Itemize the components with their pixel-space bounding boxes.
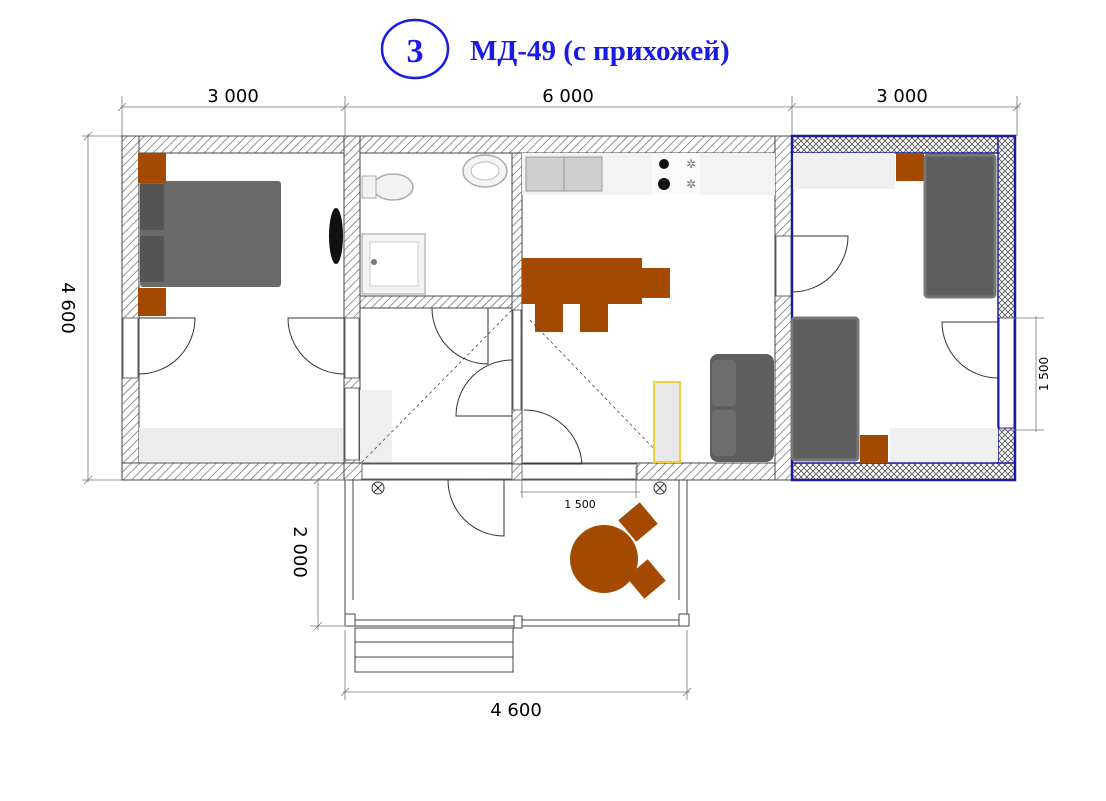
porch-steps — [354, 627, 514, 673]
porch-table — [570, 525, 638, 593]
kitchen: ✲ ✲ — [522, 153, 775, 465]
right-nightstand-bottom — [860, 435, 888, 463]
dining-table — [522, 258, 642, 304]
right-room — [790, 134, 1017, 482]
dim-right-door: 1 500 — [1037, 357, 1051, 391]
top-dimension-line — [117, 96, 1022, 136]
hallway-cabinet — [360, 390, 392, 462]
hallway-door-swing — [455, 359, 513, 417]
bedroom — [138, 153, 345, 462]
fan-icon — [329, 208, 343, 264]
stove-burner-2 — [658, 178, 670, 190]
nightstand-top — [138, 153, 166, 183]
bathroom — [361, 154, 508, 295]
kitchen-cabinet — [653, 381, 681, 463]
dim-left-height: 4 600 — [57, 282, 78, 334]
bedroom-wardrobe — [139, 428, 343, 462]
bedroom-door-swing-2 — [287, 317, 345, 375]
window-dimension — [520, 466, 640, 498]
kitchen-door-swing — [523, 409, 583, 465]
wall-openings — [122, 235, 792, 480]
bedroom-door-swing — [138, 317, 196, 375]
right-wardrobe — [890, 428, 998, 462]
chair-bottom-2 — [580, 304, 608, 332]
chair-right — [642, 268, 670, 298]
chair-bottom-1 — [535, 304, 563, 332]
right-bed-top — [923, 153, 997, 299]
dim-porch-width: 4 600 — [490, 700, 542, 721]
left-dimension-line — [82, 131, 125, 485]
title-number-circle — [380, 18, 450, 80]
hallway — [360, 307, 513, 463]
dim-window: 1 500 — [564, 498, 596, 511]
nightstand-bottom — [138, 288, 166, 316]
right-room-furniture — [790, 153, 999, 463]
dim-top-right: 3 000 — [876, 86, 928, 107]
svg-text:✲: ✲ — [686, 177, 696, 191]
dim-top-left: 3 000 — [207, 86, 259, 107]
bed — [140, 181, 281, 287]
svg-text:✲: ✲ — [686, 157, 696, 171]
right-bed-bottom — [790, 316, 860, 462]
title-text: МД-49 (с прихожей) — [470, 35, 730, 67]
right-door-dimension — [1000, 316, 1044, 432]
porch-table-set — [570, 502, 666, 599]
porch-width-dimension — [340, 630, 692, 700]
dim-porch-depth: 2 000 — [289, 526, 310, 578]
title-number: 3 — [407, 33, 424, 70]
bed-pillow-bottom — [140, 236, 164, 282]
stove-burner-1 — [659, 159, 669, 169]
toilet-icon — [372, 173, 414, 201]
bed-pillow-top — [140, 184, 164, 230]
entrance-door-swing — [447, 479, 505, 537]
porch-chair-2 — [626, 559, 666, 599]
porch-depth-dimension — [310, 475, 347, 631]
title-group: 3 МД-49 (с прихожей) — [380, 18, 730, 80]
bathroom-door-swing — [431, 307, 489, 365]
porch-chair-1 — [618, 502, 658, 542]
right-room-door-swing — [791, 235, 849, 293]
dim-top-middle: 6 000 — [542, 86, 594, 107]
right-nightstand-top — [896, 153, 924, 181]
right-exterior-door-swing — [941, 321, 999, 379]
right-shelf — [793, 153, 895, 189]
